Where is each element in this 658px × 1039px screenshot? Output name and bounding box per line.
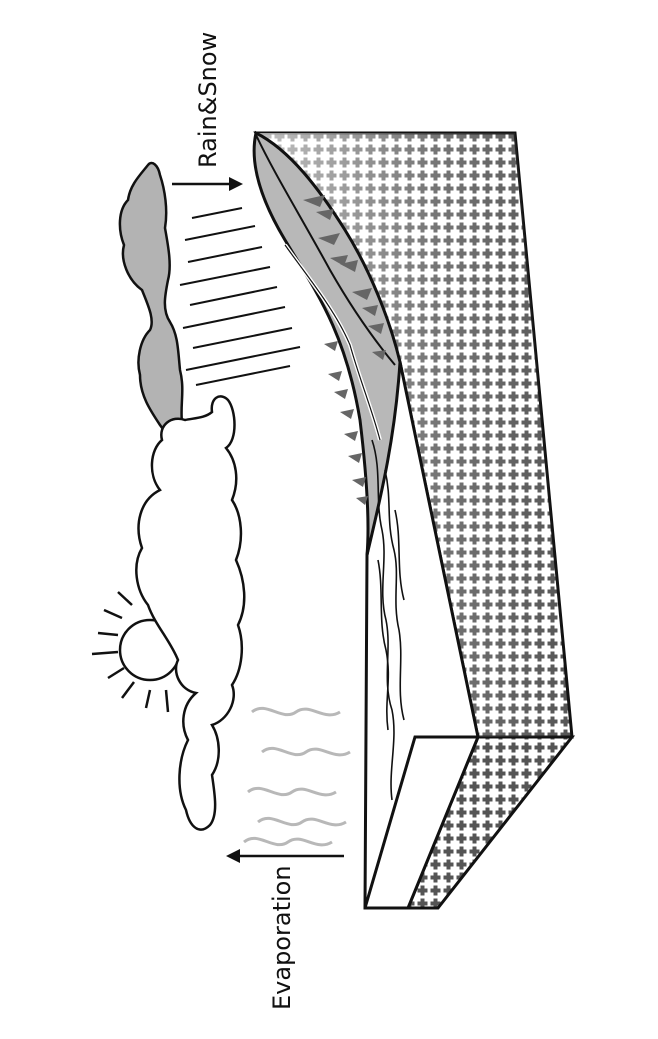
cloud-icon <box>135 395 246 831</box>
evaporation-label: Evaporation <box>268 865 296 1010</box>
rain-streaks-icon <box>179 207 301 386</box>
ground-block <box>253 131 576 910</box>
evaporation-arrow <box>226 849 344 863</box>
crevasse-marks <box>303 195 386 505</box>
glacier-body <box>252 130 402 556</box>
meltwater-streams <box>371 439 405 801</box>
evaporation-waves-icon <box>243 706 351 847</box>
glacier <box>252 130 402 556</box>
precipitation-label: Rain&Snow <box>194 32 222 168</box>
precipitation-arrow <box>172 177 243 191</box>
ground-fade <box>256 133 572 737</box>
glacier-crest <box>255 134 396 366</box>
slab-edge <box>363 735 478 909</box>
rain-cloud-icon <box>118 161 184 437</box>
